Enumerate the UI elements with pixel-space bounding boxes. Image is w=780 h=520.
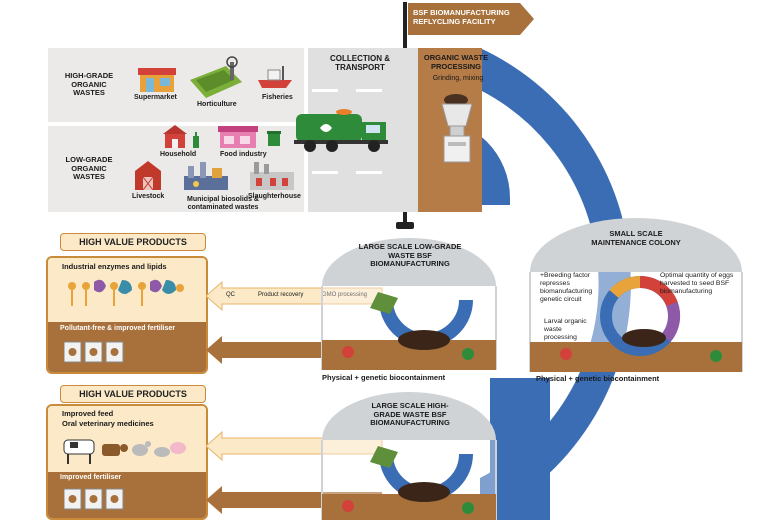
- low-facility-containment: Physical + genetic biocontainment: [322, 373, 446, 382]
- bottle-icon: [193, 132, 199, 148]
- high-facility-title: LARGE SCALE HIGH-GRADE WASTE BSF BIOMANU…: [370, 401, 450, 428]
- supermarket-icon: [138, 68, 176, 92]
- source-municipal: Municipal biosolids & contaminated waste…: [187, 196, 259, 211]
- products-high-feed-label: Improved feed: [62, 409, 114, 418]
- recycle-bin-icon: [267, 131, 281, 146]
- colony-left-note: +Breeding factor represses biomanufactur…: [540, 272, 593, 304]
- products-high-medicine-label: Oral veterinary medicines: [62, 419, 154, 428]
- source-supermarket: Supermarket: [134, 94, 177, 101]
- road-dash: [312, 89, 338, 92]
- colony-right-note: Optimal quantity of eggs harvested to se…: [660, 272, 734, 296]
- road-dash: [312, 171, 338, 174]
- products-high-fertiliser-label: Improved fertiliser: [60, 474, 122, 481]
- grinder-icon: [441, 94, 473, 163]
- source-household: Household: [160, 151, 197, 158]
- colony-dome: [529, 218, 743, 372]
- household-icon: [163, 125, 187, 148]
- fertiliser-bag-icon: [64, 488, 124, 510]
- municipal-plant-icon: [184, 162, 228, 190]
- source-fisheries: Fisheries: [262, 94, 293, 101]
- source-food-industry: Food industry: [220, 151, 267, 158]
- colony-containment: Physical + genetic biocontainment: [536, 374, 660, 383]
- high-facility-dome: [321, 392, 497, 520]
- fisheries-icon: [258, 66, 292, 88]
- step-gmo-processing: GMO processing: [322, 292, 368, 298]
- fertiliser-bag-icon: [64, 341, 124, 363]
- low-grade-title: LOW-GRADE ORGANIC WASTES: [65, 155, 113, 182]
- low-facility-dome: [321, 238, 497, 370]
- colony-larval-note: Larval organic waste processing: [544, 318, 587, 342]
- road-dash: [356, 89, 382, 92]
- high-grade-title: HIGH-GRADE ORGANIC WASTES: [64, 71, 114, 98]
- products-high-title: HIGH VALUE PRODUCTS: [60, 385, 206, 403]
- low-facility-title: LARGE SCALE LOW-GRADE WASTE BSF BIOMANUF…: [358, 242, 462, 269]
- facility-pole-base: [396, 222, 414, 229]
- source-slaughterhouse: Slaughterhouse: [248, 193, 301, 200]
- products-low-top-label: Industrial enzymes and lipids: [62, 262, 167, 271]
- products-low-bottom-label: Pollutant-free & improved fertiliser: [60, 325, 176, 332]
- processing-title: ORGANIC WASTE PROCESSING: [423, 53, 489, 71]
- slaughterhouse-icon: [250, 162, 294, 190]
- enzymes-lipids-icon: [68, 279, 184, 306]
- facility-title: BSF BIOMANUFACTURING REFLYCLING FACILITY: [413, 8, 510, 26]
- products-low-title: HIGH VALUE PRODUCTS: [60, 233, 206, 251]
- livestock-barn-icon: [135, 161, 161, 190]
- step-product-recovery: Product recovery: [258, 292, 304, 298]
- garbage-truck-icon: [294, 109, 388, 152]
- road-dash: [356, 171, 382, 174]
- step-qc: QC: [226, 292, 235, 298]
- processing-sub: Grinding, mixing: [432, 75, 484, 82]
- animals-icon: [63, 439, 186, 464]
- source-horticulture: Horticulture: [197, 101, 237, 108]
- collection-title: COLLECTION & TRANSPORT: [330, 54, 390, 73]
- horticulture-icon: [190, 56, 242, 98]
- colony-title: SMALL SCALE MAINTENANCE COLONY: [591, 229, 681, 247]
- facility-banner: BSF BIOMANUFACTURING REFLYCLING FACILITY: [408, 3, 534, 35]
- food-industry-icon: [218, 126, 258, 148]
- source-livestock: Livestock: [132, 193, 165, 200]
